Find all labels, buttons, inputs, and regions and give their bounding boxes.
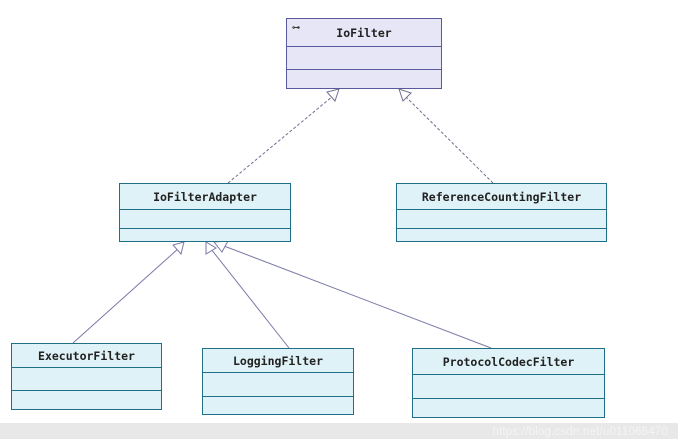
attributes-section xyxy=(413,375,604,399)
operations-section xyxy=(120,229,290,243)
attributes-section xyxy=(397,210,606,229)
realization-line-refcount xyxy=(404,95,494,184)
class-box-protocolcodecfilter: ProtocolCodecFilter xyxy=(412,348,605,418)
operations-section xyxy=(397,229,606,243)
class-header-iofilter: ⊶ IoFilter xyxy=(287,19,441,47)
source-watermark: https://blog.csdn.net/u011066470 xyxy=(492,426,668,438)
realization-arrowhead-adapter xyxy=(326,88,340,102)
class-name-iofilteradapter: IoFilterAdapter xyxy=(153,189,257,204)
class-box-referencecountingfilter: ReferenceCountingFilter xyxy=(396,183,607,242)
class-name-referencecountingfilter: ReferenceCountingFilter xyxy=(421,189,582,204)
class-name-iofilter: IoFilter xyxy=(336,25,392,40)
class-header-executorfilter: ExecutorFilter xyxy=(12,344,161,368)
operations-section xyxy=(12,391,161,411)
operations-section xyxy=(203,397,353,416)
operations-section xyxy=(413,399,604,419)
class-box-iofilter: ⊶ IoFilter xyxy=(286,18,442,89)
class-box-executorfilter: ExecutorFilter xyxy=(11,343,162,410)
generalization-line-protocol xyxy=(223,245,492,349)
attributes-section xyxy=(287,47,441,70)
attributes-section xyxy=(120,210,290,229)
class-name-protocolcodecfilter: ProtocolCodecFilter xyxy=(442,354,575,369)
attributes-section xyxy=(12,368,161,391)
class-header-loggingfilter: LoggingFilter xyxy=(203,349,353,373)
realization-arrowhead-refcount xyxy=(398,88,412,102)
class-header-referencecountingfilter: ReferenceCountingFilter xyxy=(397,184,606,210)
class-box-loggingfilter: LoggingFilter xyxy=(202,348,354,415)
attributes-section xyxy=(203,373,353,397)
class-header-iofilteradapter: IoFilterAdapter xyxy=(120,184,290,210)
generalization-arrowhead-executor xyxy=(172,241,185,256)
footer-bar xyxy=(0,423,678,439)
class-name-loggingfilter: LoggingFilter xyxy=(232,353,323,368)
realization-line-adapter xyxy=(227,95,334,184)
class-name-executorfilter: ExecutorFilter xyxy=(38,348,135,363)
class-box-iofilteradapter: IoFilterAdapter xyxy=(119,183,291,242)
generalization-line-logging xyxy=(210,248,290,349)
interface-icon: ⊶ xyxy=(292,23,300,32)
generalization-line-executor xyxy=(72,247,180,344)
class-header-protocolcodecfilter: ProtocolCodecFilter xyxy=(413,349,604,375)
operations-section xyxy=(287,70,441,90)
generalization-arrowhead-logging xyxy=(205,241,217,255)
